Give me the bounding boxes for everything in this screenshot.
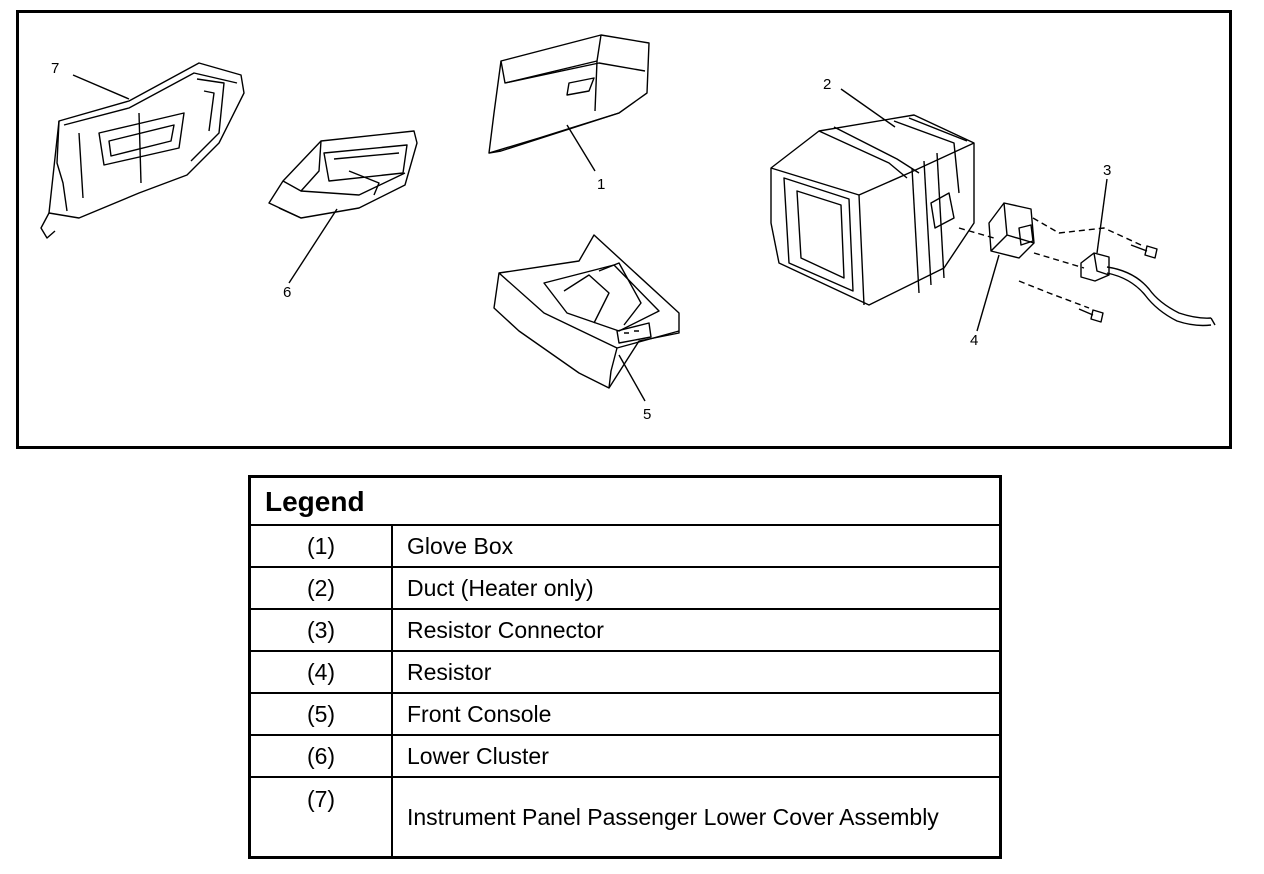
legend-number: (5) [248, 692, 393, 736]
callout-4: 4 [970, 332, 978, 349]
part-3-resistor-connector [1080, 252, 1216, 327]
legend-label: Duct (Heater only) [391, 566, 1002, 610]
legend-row: (6) Lower Cluster [248, 734, 1002, 778]
legend-row: (4) Resistor [248, 650, 1002, 694]
callout-5: 5 [643, 406, 651, 423]
legend-row: (3) Resistor Connector [248, 608, 1002, 652]
legend-number: (3) [248, 608, 393, 652]
part-4-resistor [988, 202, 1035, 259]
legend-label: Lower Cluster [391, 734, 1002, 778]
part-2-duct [770, 114, 975, 306]
assembly-lines [958, 217, 1142, 309]
legend-number: (6) [248, 734, 393, 778]
callout-7: 7 [51, 60, 59, 77]
leader-line-4 [976, 254, 1000, 332]
legend-label: Instrument Panel Passenger Lower Cover A… [391, 776, 1002, 859]
legend-number: (1) [248, 524, 393, 568]
callout-3: 3 [1103, 162, 1111, 179]
legend-header-row: Legend [248, 475, 1002, 526]
exploded-view-figure: 7 6 1 5 2 3 4 [16, 10, 1232, 449]
legend-row: (7) Instrument Panel Passenger Lower Cov… [248, 776, 1002, 859]
callout-2: 2 [823, 76, 831, 93]
leader-line-7 [72, 74, 130, 100]
leader-line-3 [1096, 178, 1108, 254]
legend-label: Front Console [391, 692, 1002, 736]
callout-1: 1 [597, 176, 605, 193]
screw-lower [1078, 308, 1104, 323]
legend-number: (7) [248, 776, 393, 859]
part-7-lower-cover [40, 62, 245, 239]
part-5-front-console [493, 234, 680, 389]
legend-number: (2) [248, 566, 393, 610]
legend-row: (2) Duct (Heater only) [248, 566, 1002, 610]
legend-title: Legend [248, 475, 1002, 526]
leader-line-5 [618, 354, 646, 402]
part-1-glove-box [488, 34, 650, 154]
legend-label: Glove Box [391, 524, 1002, 568]
exploded-view-drawing: 7 6 1 5 2 3 4 [40, 34, 1216, 423]
legend-label: Resistor [391, 650, 1002, 694]
legend-label: Resistor Connector [391, 608, 1002, 652]
leader-line-2 [840, 88, 896, 128]
leader-line-1 [566, 124, 596, 172]
callout-6: 6 [283, 284, 291, 301]
legend-table: Legend (1) Glove Box (2) Duct (Heater on… [248, 475, 1002, 859]
legend-row: (5) Front Console [248, 692, 1002, 736]
leader-line-6 [288, 208, 338, 284]
legend-row: (1) Glove Box [248, 524, 1002, 568]
legend-number: (4) [248, 650, 393, 694]
part-6-lower-cluster [268, 130, 418, 219]
screw-upper [1130, 244, 1158, 259]
